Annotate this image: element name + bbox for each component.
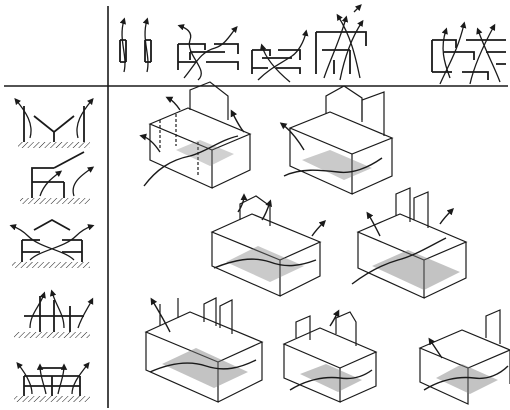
header-diagram-2: [178, 26, 238, 80]
side-diagram-2: [20, 152, 92, 204]
header-diagram-5: [432, 24, 506, 84]
header-diagram-4: [316, 6, 366, 80]
side-diagram-1: [16, 100, 92, 148]
isometric-building-1: [142, 82, 250, 188]
side-diagram-4: [14, 292, 92, 338]
header-diagram-3: [252, 32, 306, 82]
isometric-building-2: [282, 86, 392, 194]
side-diagram-5: [14, 364, 90, 402]
header-diagram-1: [120, 20, 151, 72]
isometric-building-3: [212, 196, 324, 296]
side-diagram-3: [12, 220, 92, 268]
isometric-building-4: [352, 188, 466, 298]
isometric-building-6: [284, 312, 376, 402]
isometric-building-7: [420, 310, 510, 404]
isometric-building-5: [146, 298, 262, 402]
